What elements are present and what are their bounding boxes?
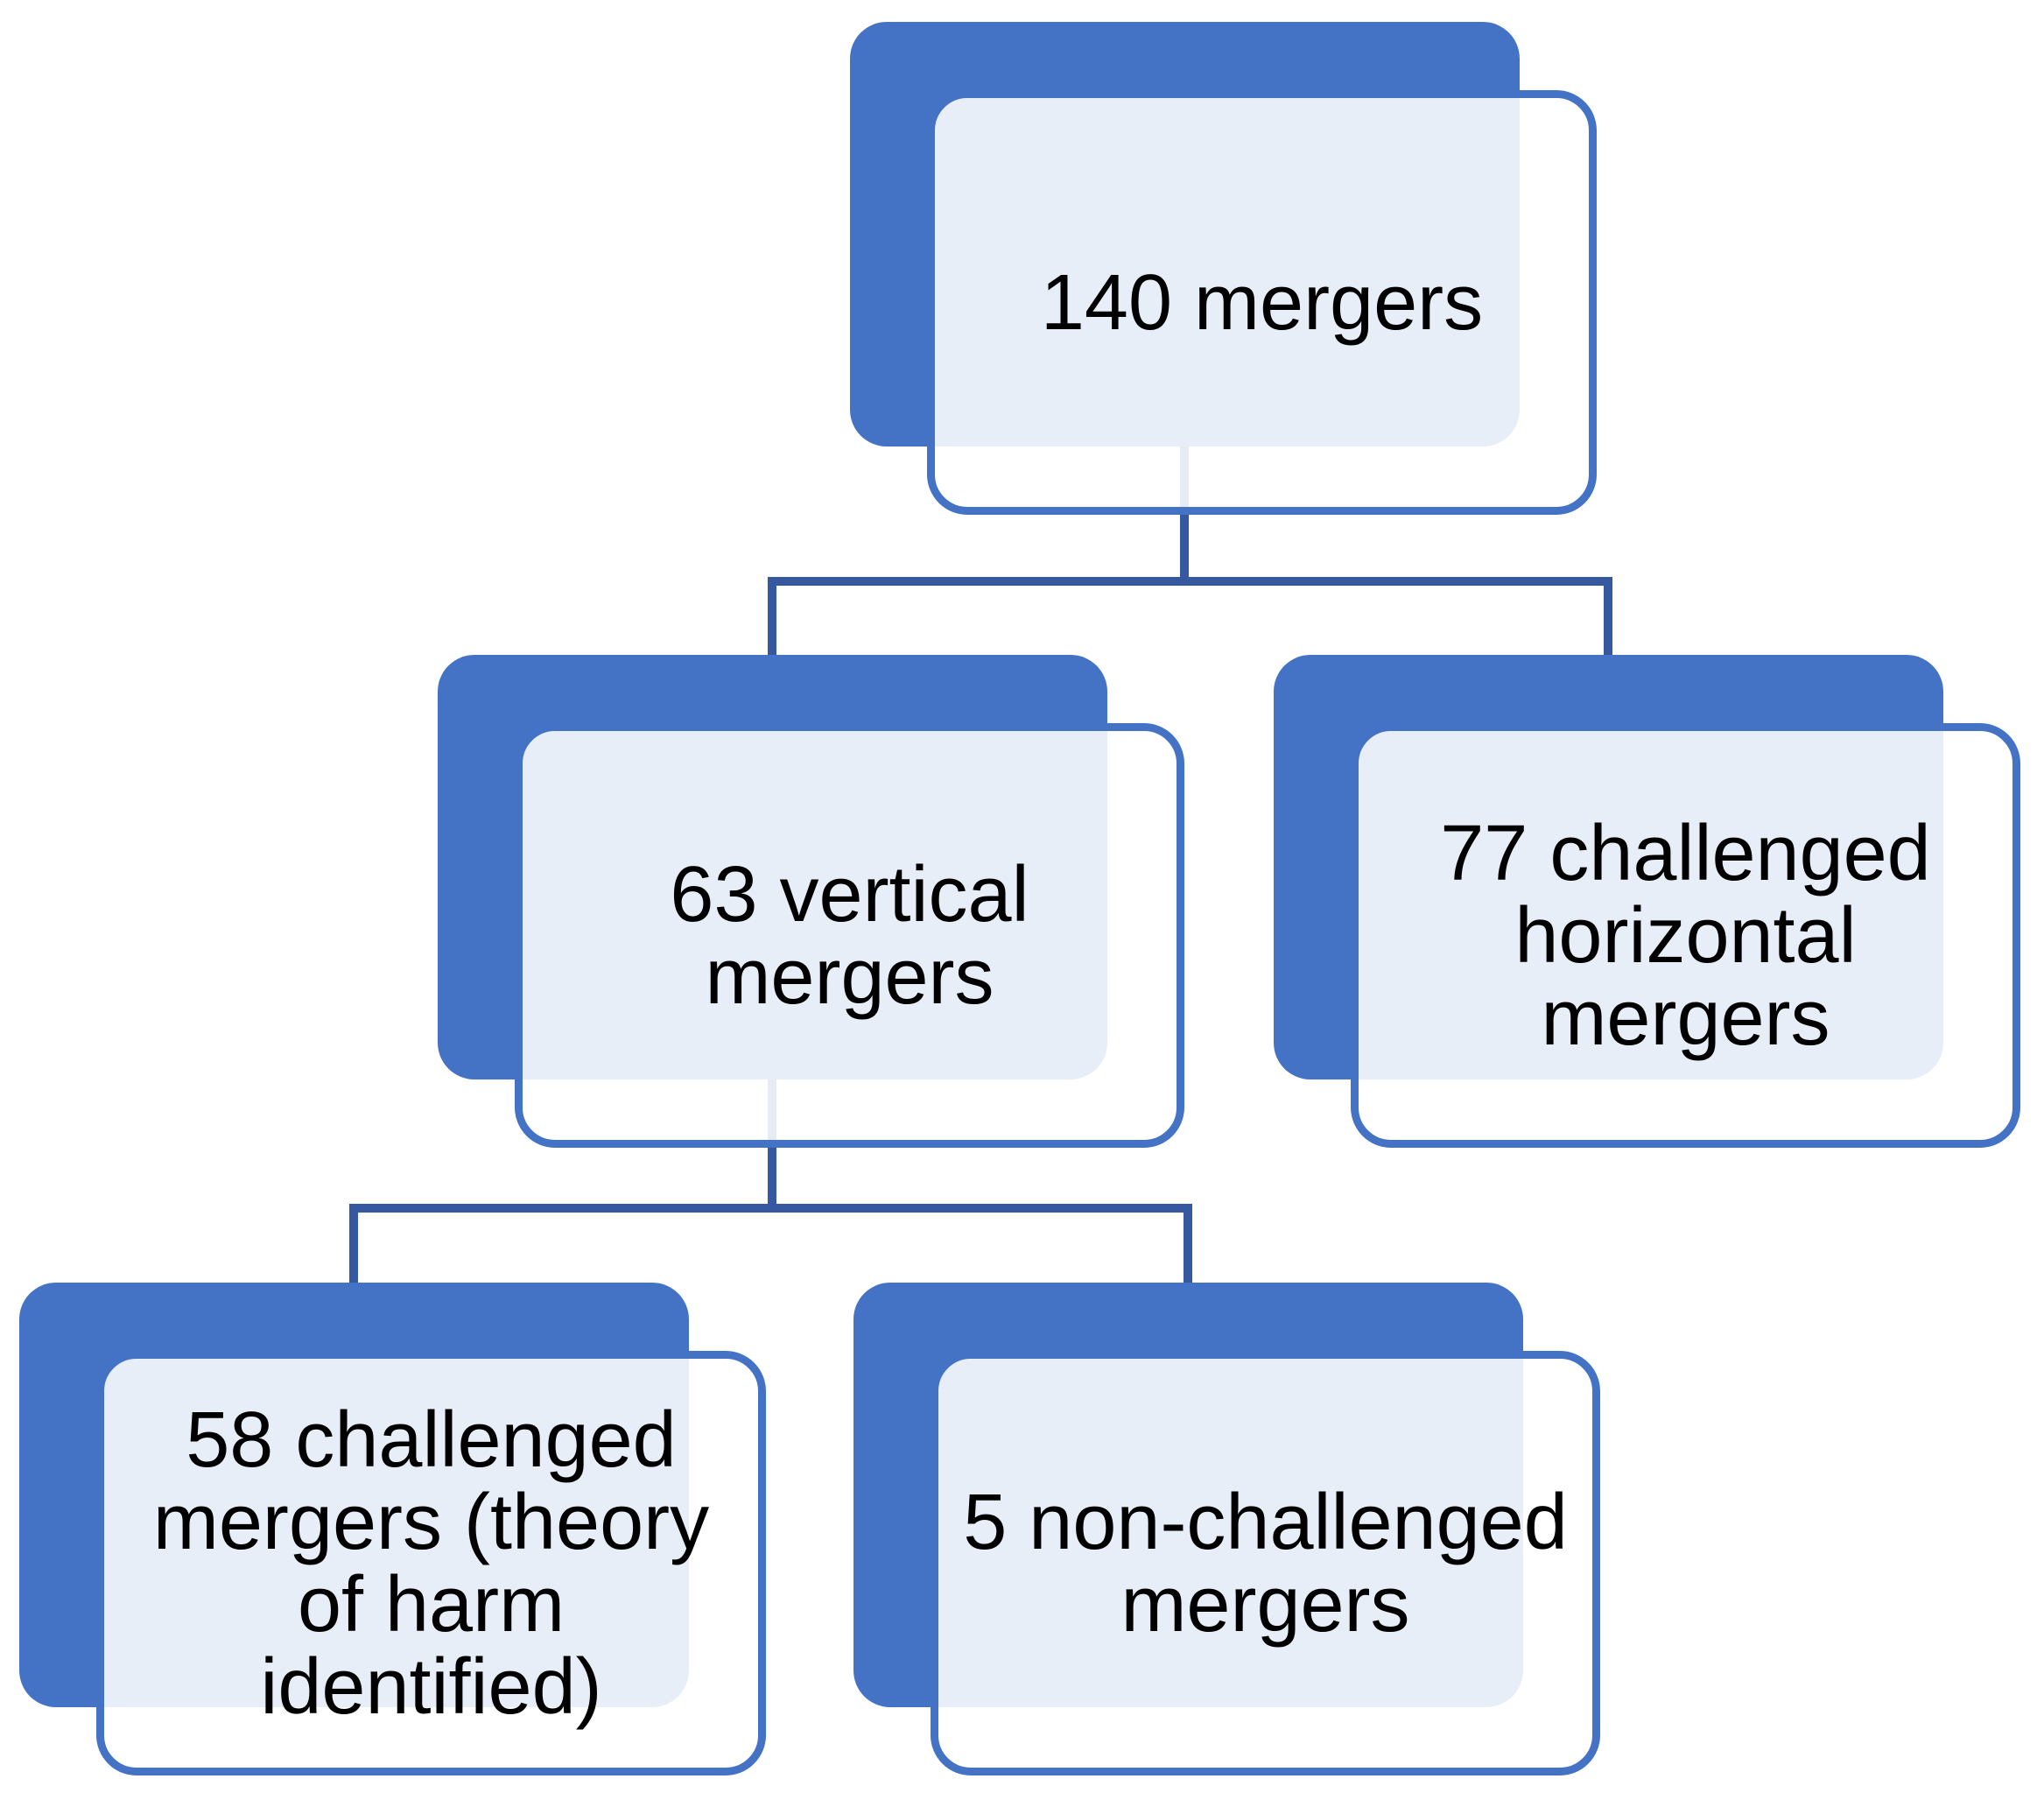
node-label: 58 challenged mergers (theory of harm id… [152, 1396, 710, 1731]
node-label: 140 mergers [1040, 258, 1484, 347]
node-140-mergers: 140 mergers [850, 22, 1597, 515]
node-label: 63 vertical mergers [670, 850, 1029, 1021]
node-58-challenged-mergers: 58 challenged mergers (theory of harm id… [19, 1283, 766, 1775]
node-front-panel: 58 challenged mergers (theory of harm id… [96, 1351, 766, 1775]
node-front-panel: 77 challenged horizontal mergers [1351, 723, 2020, 1148]
node-5-non-challenged-mergers: 5 non-challenged mergers [853, 1283, 1600, 1775]
node-front-panel: 5 non-challenged mergers [931, 1351, 1600, 1775]
node-label: 5 non-challenged mergers [963, 1478, 1568, 1649]
node-77-challenged-horizontal-mergers: 77 challenged horizontal mergers [1274, 655, 2020, 1148]
node-label: 77 challenged horizontal mergers [1440, 809, 1931, 1062]
node-front-panel: 140 mergers [927, 90, 1597, 515]
node-front-panel: 63 vertical mergers [515, 723, 1184, 1148]
node-63-vertical-mergers: 63 vertical mergers [438, 655, 1184, 1148]
